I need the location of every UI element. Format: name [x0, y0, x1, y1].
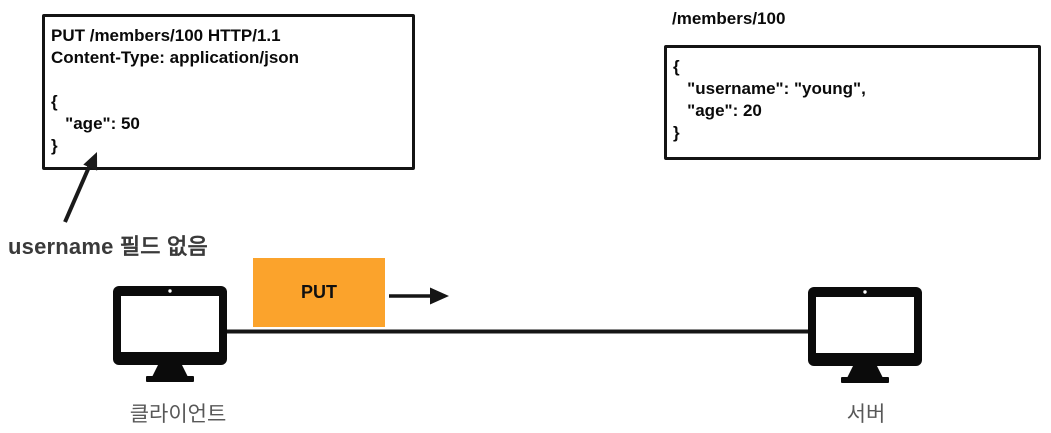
put-method-label: PUT	[301, 282, 337, 302]
server-resource-code: { "username": "young", "age": 20 }	[673, 57, 866, 142]
put-method-box: PUT	[253, 258, 385, 327]
client-label: 클라이언트	[129, 403, 227, 426]
resource-path-label: /members/100	[672, 9, 786, 28]
http-request-code: PUT /members/100 HTTP/1.1 Content-Type: …	[51, 26, 300, 155]
server-monitor-icon	[808, 287, 922, 383]
username-missing-note: username 필드 없음	[8, 234, 208, 259]
client-monitor-icon	[113, 286, 227, 382]
server-resource-box: { "username": "young", "age": 20 }	[664, 45, 1041, 160]
request-direction-arrow-icon	[389, 287, 449, 305]
http-request-box: PUT /members/100 HTTP/1.1 Content-Type: …	[42, 14, 415, 170]
server-label: 서버	[846, 403, 886, 426]
